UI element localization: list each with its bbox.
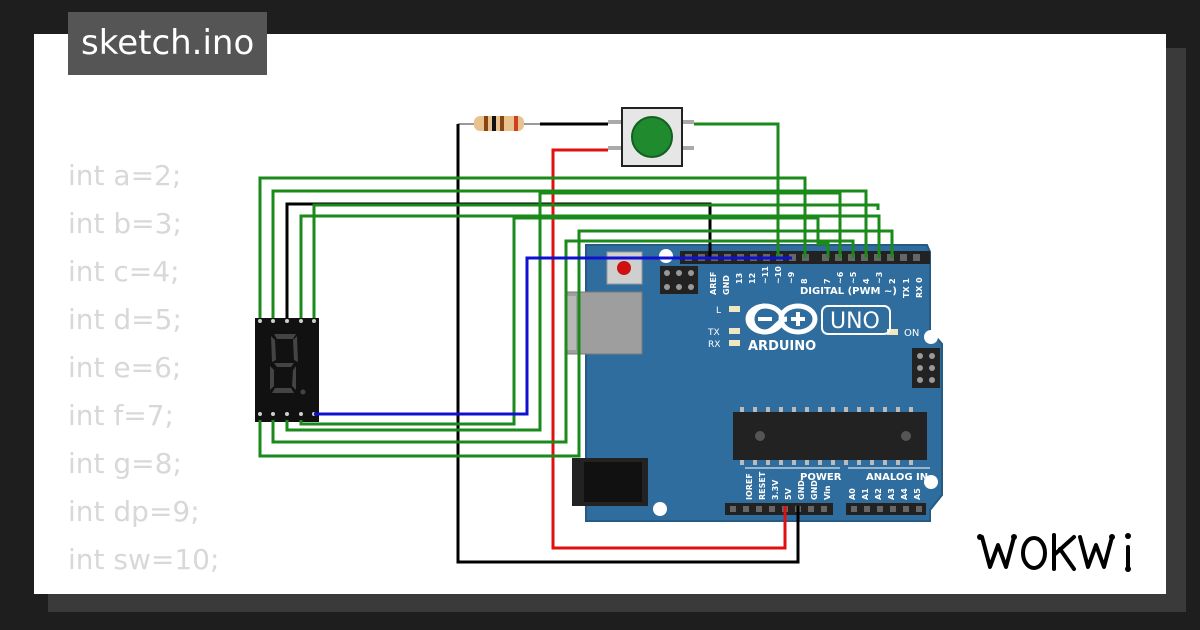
pin-label: GND [797,480,806,500]
pin-label: 7 [823,278,832,284]
wire-signal [285,191,842,432]
pin-label: ~10 [774,266,783,284]
pin-label: 4 [862,278,871,284]
code-line: int d=5; [68,303,182,336]
pin-label: RX 0 [915,277,924,298]
led-tx-icon [729,328,740,334]
power-header-label: POWER [800,472,842,483]
pin-label: A3 [887,488,896,500]
digital-header-label: DIGITAL (PWM ~) [800,286,897,297]
code-line: int b=3; [68,207,182,240]
pin-label: IOREF [745,473,754,500]
code-line: int g=8; [68,447,182,480]
pin-label: 5V [784,487,793,500]
pin-label: ~11 [761,266,770,284]
file-name-tab[interactable]: sketch.ino [68,12,268,75]
pin-label: GND [722,275,731,295]
analog-header-icon [846,503,926,515]
wire-signal [299,216,830,426]
led-tx-label: TX [707,328,720,338]
pin-label: 13 [735,273,744,284]
seven-segment-display-icon[interactable] [255,318,319,422]
pin-label: A4 [900,488,909,500]
pin-label: Vin [823,485,832,500]
wire-ground [456,124,800,564]
pin-label: A2 [874,488,883,500]
pin-label: A1 [861,488,870,500]
pin-label: ~3 [875,272,884,284]
on-label: ON [904,328,919,339]
arduino-uno-board-icon[interactable]: AREF GND 13 12 ~11 ~10 ~9 8 7 ~6 ~5 4 ~3… [565,244,943,522]
code-line: int a=2; [68,159,182,192]
code-preview: int a=2; int b=3; int c=4; int d=5; int … [68,152,308,594]
led-l-label: L [716,306,721,316]
board-brand-label: ARDUINO [748,339,816,354]
code-line: int e=6; [68,351,182,384]
pin-label: AREF [709,272,718,295]
microcontroller-chip-icon [733,412,927,460]
pin-label: TX 1 [902,278,911,298]
wire-signal [312,203,880,318]
arduino-infinity-icon [745,303,818,335]
wire-signal [271,189,868,318]
led-rx-label: RX [708,340,720,350]
pin-label: 8 [800,278,809,284]
wire-button [314,256,792,416]
resistor-icon[interactable] [458,116,540,131]
power-header-icon [725,503,833,515]
board-model-label: UNO [830,309,880,334]
wire-signal [258,229,894,458]
code-line: int f=7; [68,399,174,432]
pin-label: A0 [848,488,857,500]
pin-label: 12 [748,273,757,284]
pin-label: A5 [913,488,922,500]
pin-label: 3.3V [771,479,780,500]
pin-label: ~9 [787,271,796,284]
wire-power [551,148,787,550]
pin-label: GND [810,480,819,500]
pin-label: ~5 [849,271,858,284]
wokwi-logo-icon [977,533,1131,572]
led-rx-icon [729,340,740,346]
analog-header-label: ANALOG IN [866,472,928,483]
wire-signal [694,122,780,258]
wire-signal [299,214,881,318]
code-line: int c=4; [68,255,180,288]
led-on-icon [887,329,898,335]
pin-label: RESET [758,471,767,500]
wire-signal [271,239,855,444]
code-line: int sw=10; [68,543,220,576]
pin-label: ~6 [836,271,845,284]
pin-label: 2 [888,278,897,284]
code-line: int dp=9; [68,495,200,528]
pushbutton-icon[interactable] [608,107,694,167]
code-line: int counter = 0; [68,584,308,594]
led-l-icon [729,306,740,312]
